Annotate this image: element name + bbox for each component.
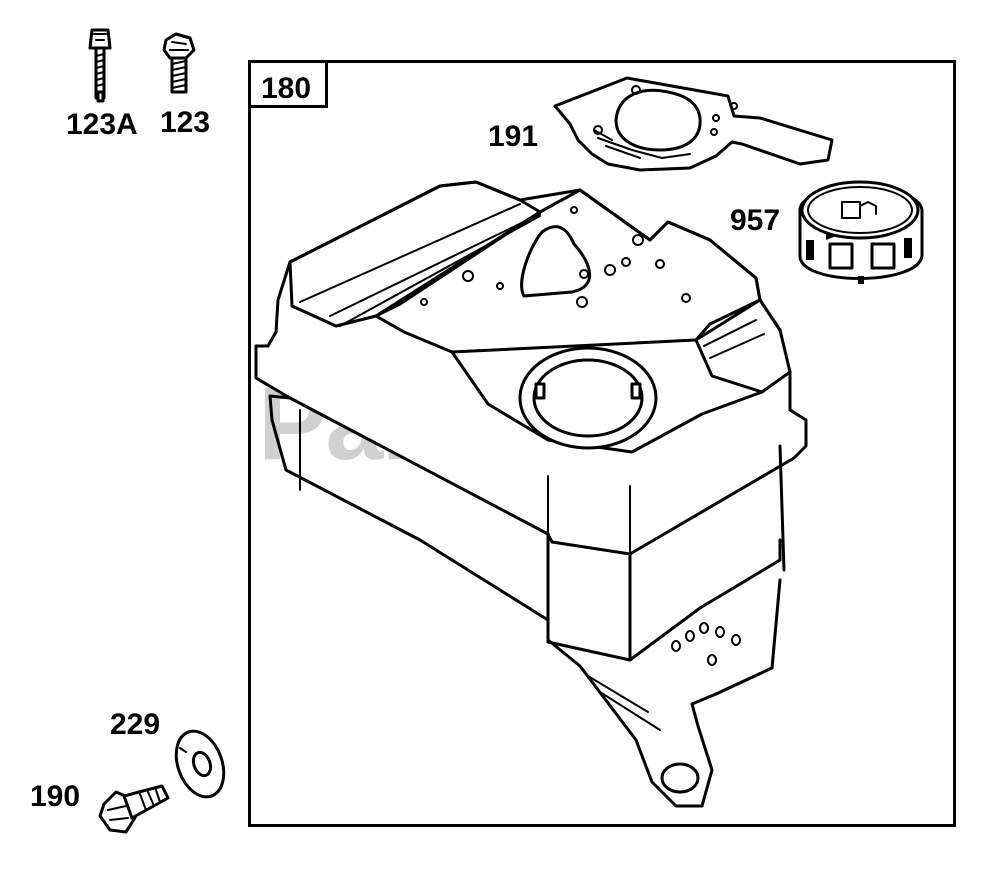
fuel-tank-icon[interactable] <box>254 180 808 808</box>
callout-229[interactable]: 229 <box>110 708 161 741</box>
long-bolt-icon[interactable] <box>88 28 112 103</box>
washer-icon[interactable] <box>168 725 233 804</box>
assembly-number: 180 <box>261 72 312 105</box>
assembly-number-tag: 180 <box>248 60 328 108</box>
fuel-tank-assembly-frame <box>248 60 956 827</box>
short-bolt-icon[interactable] <box>162 32 196 94</box>
hex-screw-icon[interactable] <box>98 784 170 834</box>
callout-123A[interactable]: 123A <box>66 108 138 141</box>
callout-191[interactable]: 191 <box>488 120 539 153</box>
callout-190[interactable]: 190 <box>30 780 81 813</box>
fuel-cap-icon[interactable] <box>798 180 924 284</box>
callout-123[interactable]: 123 <box>160 106 211 139</box>
leader-line-229 <box>179 747 187 753</box>
callout-957[interactable]: 957 <box>730 204 781 237</box>
gasket-icon[interactable] <box>553 76 834 172</box>
